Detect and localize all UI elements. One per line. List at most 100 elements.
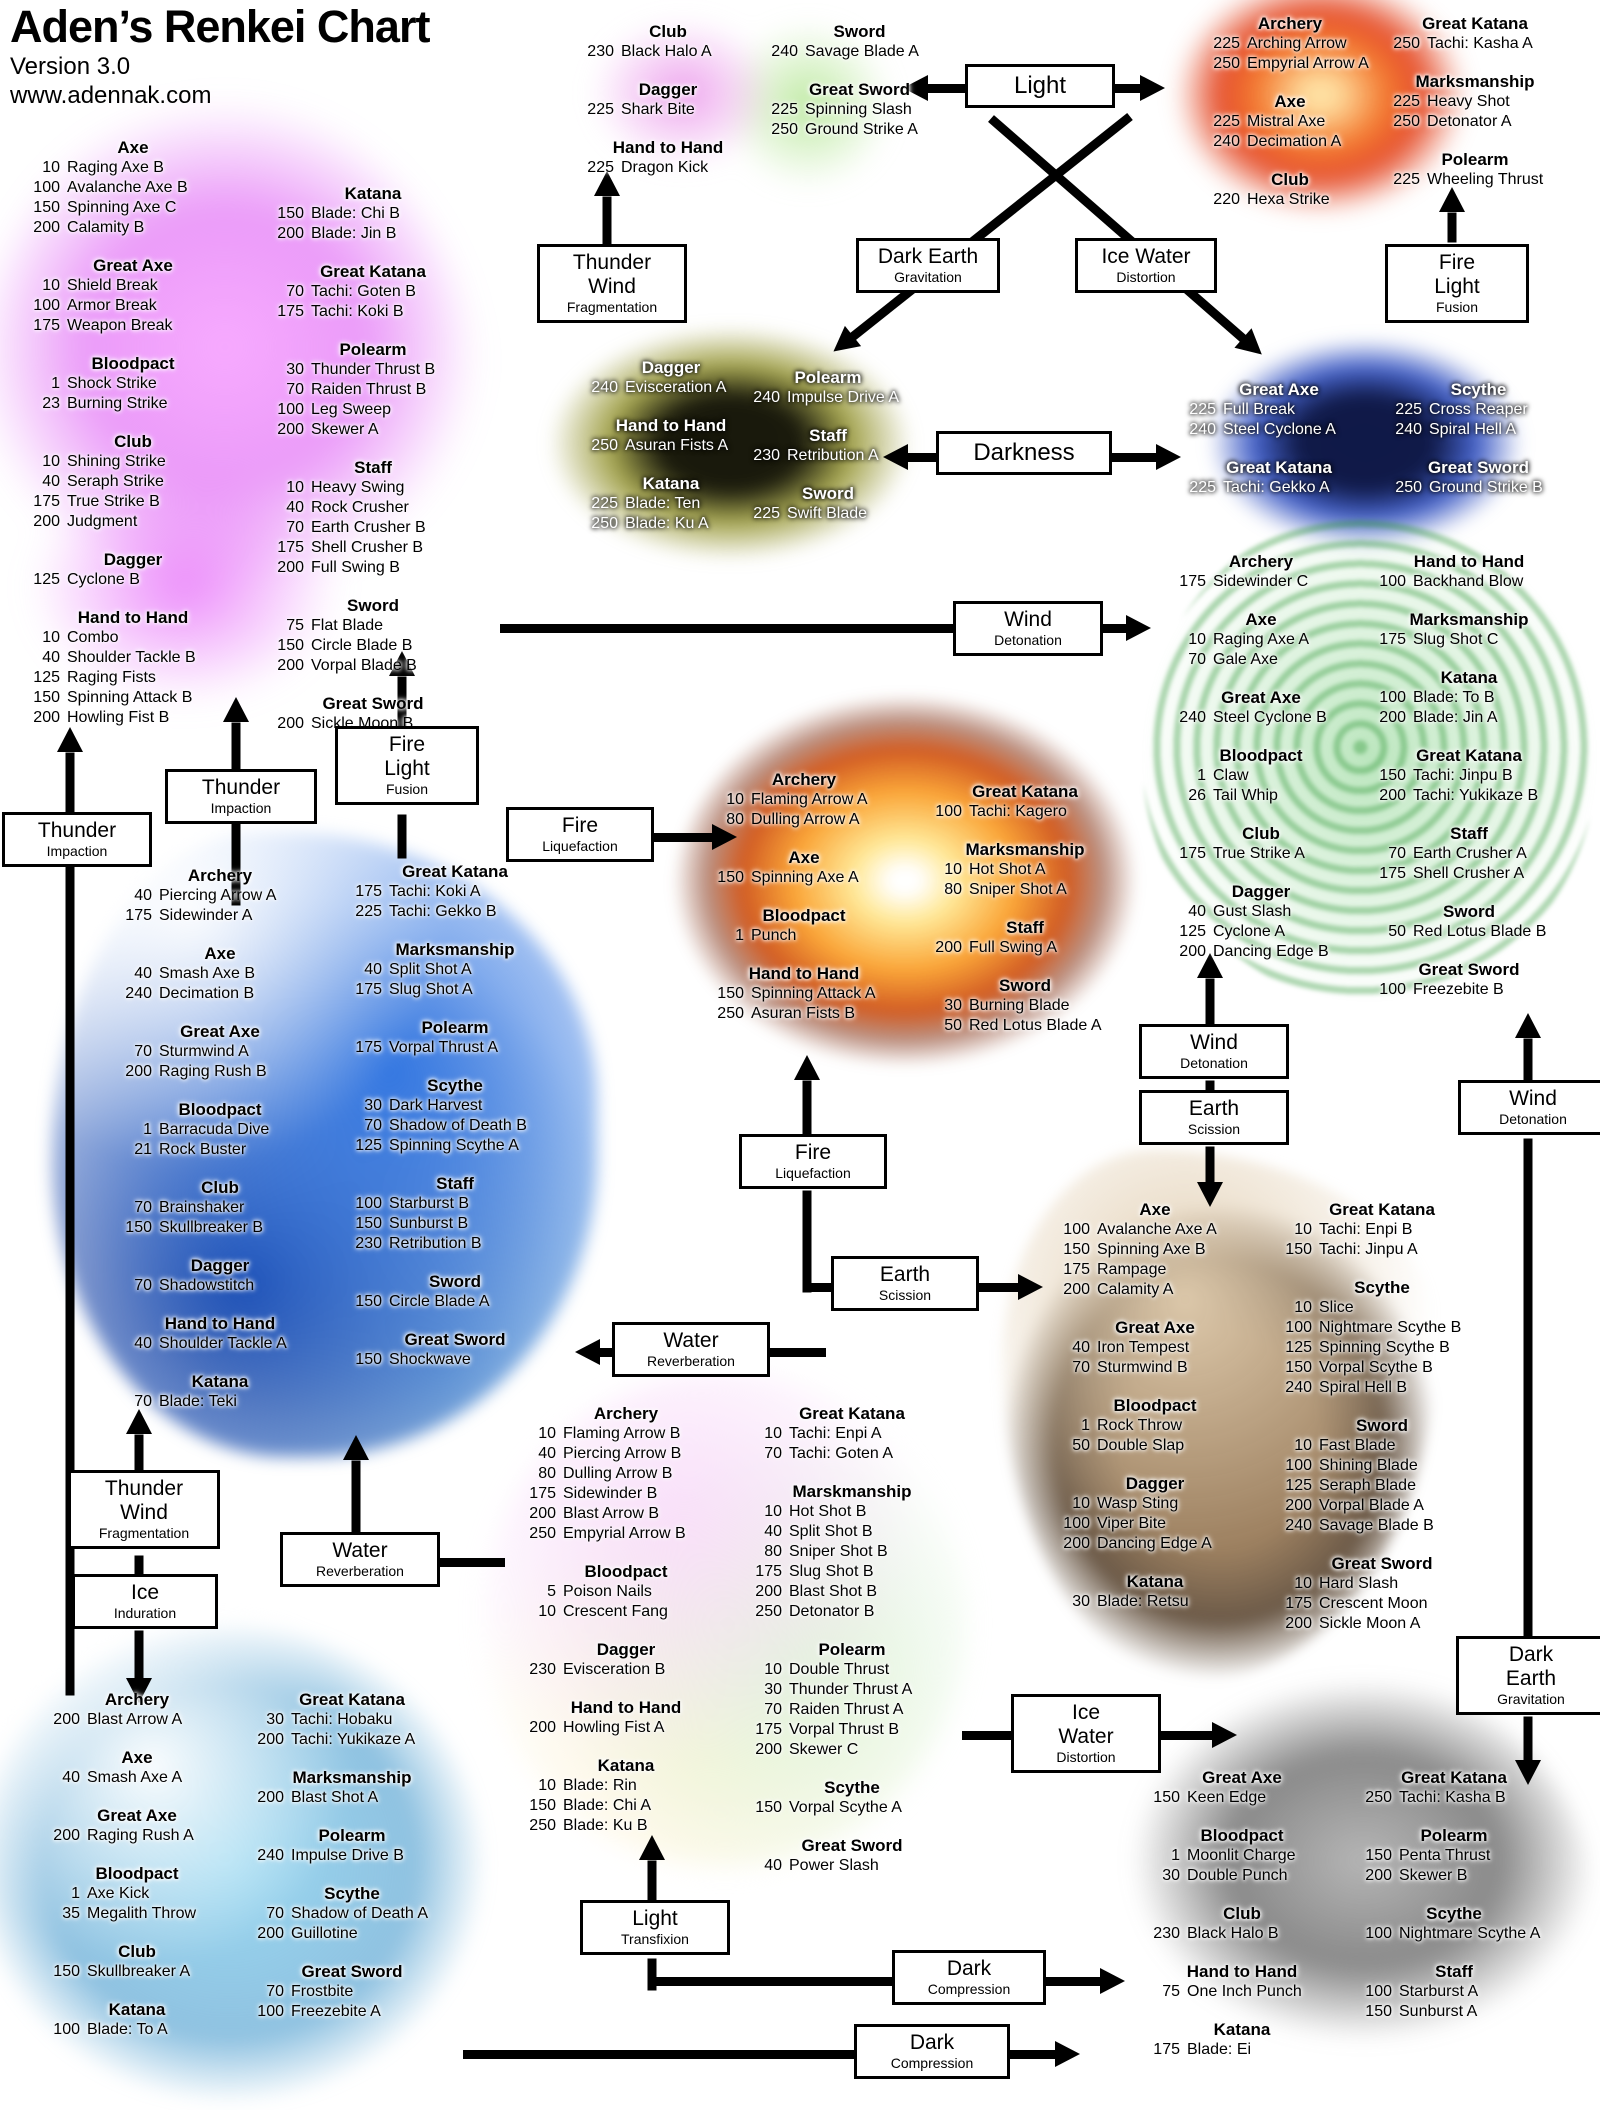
skill-name: Spinning Slash <box>805 101 912 118</box>
arrow-water-reverberation-2-up-head <box>343 1435 369 1460</box>
skill-name: Blast Arrow B <box>563 1505 660 1522</box>
arrow-wind-earth-mid-down <box>1205 1146 1215 1182</box>
skill-name: Black Halo B <box>1187 1925 1279 1942</box>
skill-name: Sniper Shot A <box>969 881 1067 898</box>
skill-name: Flaming Arrow A <box>751 791 868 808</box>
skill-level: 200 <box>33 709 60 726</box>
weapon-name: Club <box>1242 824 1280 843</box>
skill-level: 200 <box>277 657 304 674</box>
dark-smoke-blob <box>1080 1680 1595 2110</box>
skill-name: Weapon Break <box>67 317 173 334</box>
skill-level: 250 <box>771 121 798 138</box>
skill-level: 150 <box>355 1293 382 1310</box>
arrow-light-right-head <box>1140 75 1165 101</box>
skill-level: 70 <box>286 519 304 536</box>
weapon-name: Scythe <box>1354 1278 1410 1297</box>
weapon-name: Great Katana <box>1329 1200 1435 1219</box>
weapon-name: Staff <box>436 1174 474 1193</box>
connector-subtitle: Liquefaction <box>542 838 618 854</box>
skill-level: 175 <box>355 883 382 900</box>
weapon-name: Katana <box>108 2000 166 2019</box>
skill-name: Tachi: Jinpu A <box>1319 1241 1418 1258</box>
skill-level: 1 <box>1197 767 1206 784</box>
weapon-name: Axe <box>1139 1200 1171 1219</box>
skill-level: 175 <box>355 1039 382 1056</box>
skill-name: Tachi: Kasha B <box>1399 1789 1506 1806</box>
skill-level: 225 <box>1189 479 1216 496</box>
skill-name: Tail Whip <box>1213 787 1278 804</box>
skill-name: Full Break <box>1223 401 1296 418</box>
skill-level: 200 <box>1379 787 1406 804</box>
skill-name: Raging Axe A <box>1213 631 1310 648</box>
skill-name: Raiden Thrust B <box>311 381 427 398</box>
weapon-name: Bloodpact <box>1219 746 1303 765</box>
weapon-name: Katana <box>642 474 700 493</box>
weapon-name: Great Axe <box>1115 1318 1195 1337</box>
skill-name: Detonator A <box>1427 113 1512 130</box>
skill-level: 150 <box>355 1351 382 1368</box>
weapon-name: Staff <box>354 458 392 477</box>
weapon-name: Great Axe <box>180 1022 260 1041</box>
skill-level: 150 <box>33 689 60 706</box>
skill-name: Slug Shot B <box>789 1563 874 1580</box>
connector-subtitle: Transfixion <box>621 1931 689 1947</box>
weapon-name: Sword <box>429 1272 481 1291</box>
skill-name: Cross Reaper <box>1429 401 1528 418</box>
skill-level: 100 <box>33 179 60 196</box>
skill-name: Steel Cyclone A <box>1223 421 1336 438</box>
skill-name: Blade: To A <box>87 2021 168 2038</box>
connector-label-light-top: Light <box>965 64 1115 108</box>
skill-name: Empyrial Arrow A <box>1247 55 1369 72</box>
skill-name: Freezebite B <box>1413 981 1504 998</box>
weapon-name: Scythe <box>1450 380 1507 399</box>
